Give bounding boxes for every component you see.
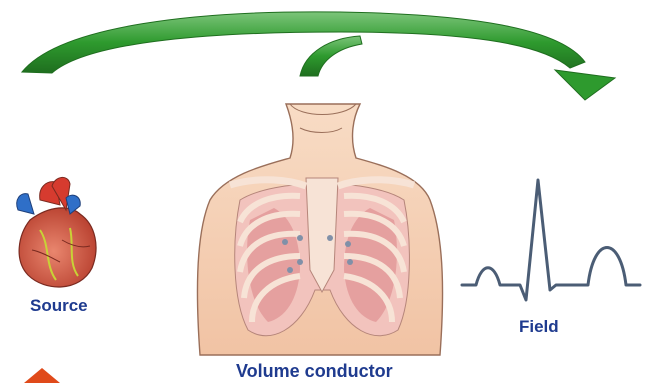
volume-conductor-label: Volume conductor xyxy=(236,361,393,382)
corner-marker xyxy=(24,368,60,383)
source-label: Source xyxy=(30,296,88,316)
torso-illustration xyxy=(197,104,442,355)
ecg-waveform xyxy=(462,180,640,300)
heart-icon xyxy=(17,177,96,287)
curved-arrow xyxy=(22,12,615,100)
field-label: Field xyxy=(519,317,559,337)
